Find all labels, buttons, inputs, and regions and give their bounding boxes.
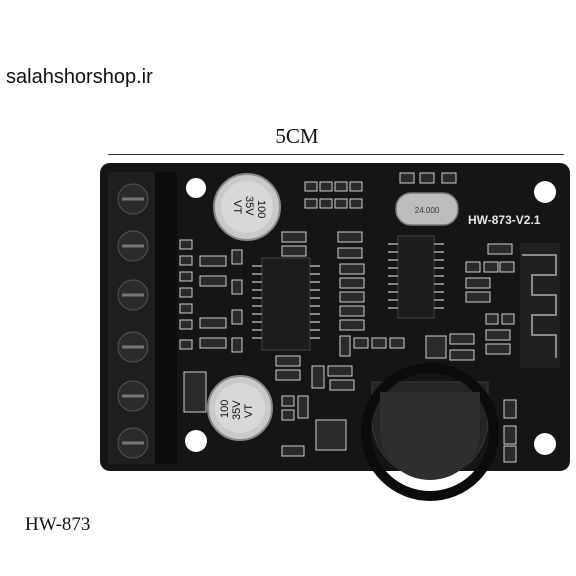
cap-top-value: 100 <box>255 200 267 218</box>
volume-knob <box>361 363 499 501</box>
crystal-label: 24.000 <box>415 206 440 215</box>
capacitor-top: 100 35V VT <box>213 173 281 241</box>
mounting-holes <box>185 178 556 455</box>
watermark-text: salahshorshop.ir <box>6 66 153 88</box>
bluetooth-chip <box>388 235 444 319</box>
dimension-label: 5CM <box>275 124 319 148</box>
crystal-oscillator: 24.000 <box>395 192 459 226</box>
pcb-antenna <box>520 243 560 368</box>
board-silkscreen: HW-873-V2.1 <box>468 213 541 227</box>
smd-components <box>179 172 517 463</box>
cap-bottom-value: 100 <box>219 400 231 418</box>
capacitor-bottom: 100 35V VT <box>207 375 273 441</box>
terminal-block <box>108 172 177 464</box>
cap-top-brand: VT <box>231 200 243 214</box>
cap-top-voltage: 35V <box>243 196 255 216</box>
amplifier-chip <box>252 257 320 351</box>
cap-bottom-voltage: 35V <box>231 400 243 420</box>
dimension-line <box>108 154 564 155</box>
product-label: HW-873 <box>25 514 91 535</box>
cap-bottom-brand: VT <box>243 404 255 418</box>
